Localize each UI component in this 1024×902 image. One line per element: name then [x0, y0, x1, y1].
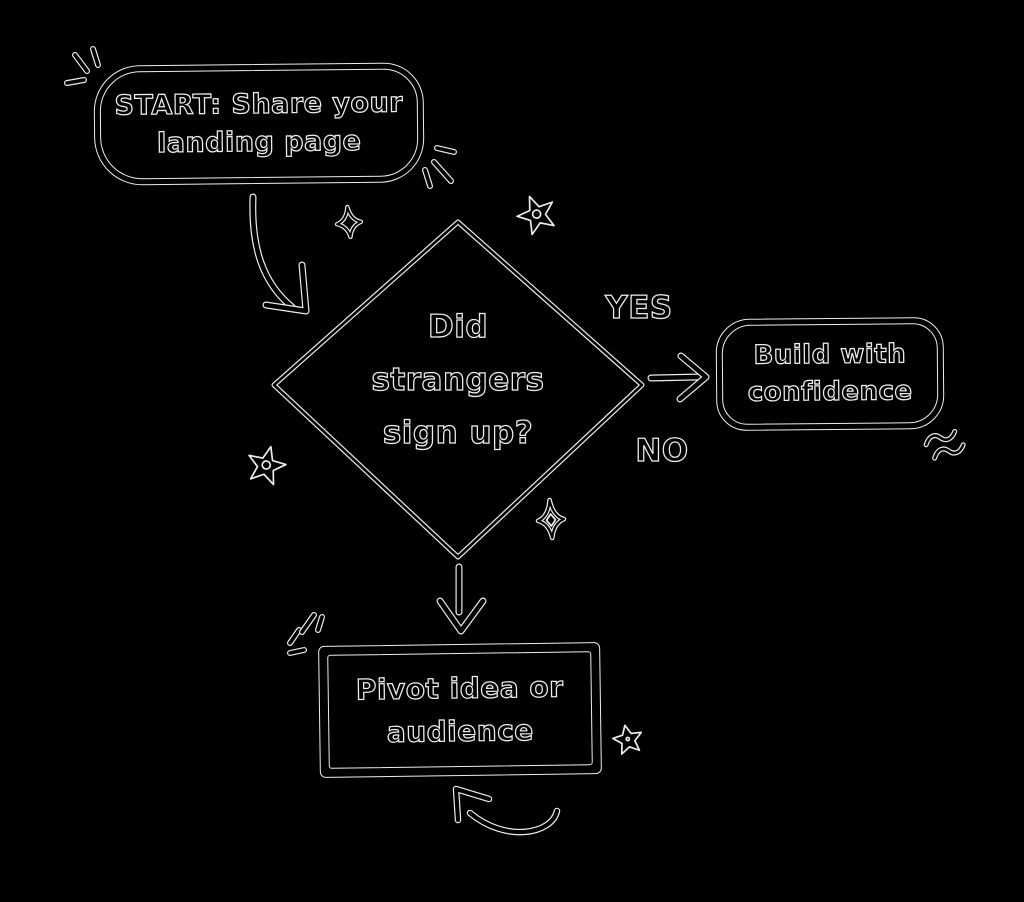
star-icon — [516, 195, 555, 236]
build-node: Build with confidence — [715, 317, 945, 431]
sparkle-icon — [334, 204, 364, 240]
emphasis-dashes-icon — [287, 612, 325, 656]
pivot-node-label-line1: Pivot idea or — [355, 670, 564, 707]
yes-branch-label: YES — [605, 289, 673, 326]
flow-arrow-decision-to-build — [647, 352, 710, 403]
pivot-node-label-line2: audience — [386, 713, 535, 750]
emphasis-dashes-icon — [422, 145, 457, 189]
emphasis-dashes-icon — [64, 46, 101, 86]
pivot-node-inner-border: Pivot idea or audience — [327, 651, 593, 769]
build-node-label-line1: Build with — [753, 339, 907, 372]
sparkle-icon — [535, 497, 567, 541]
retry-loop-arrow — [452, 785, 561, 836]
decision-label-line2: strangers — [371, 361, 545, 398]
decision-label-line1: Did — [427, 308, 489, 345]
start-node-inner-border: START: Share your landing page — [99, 68, 419, 180]
build-node-inner-border: Build with confidence — [721, 323, 939, 425]
flow-arrow-decision-to-pivot — [436, 563, 487, 635]
squiggle-icon — [923, 428, 966, 461]
decision-node-label: Did strangers sign up? — [318, 301, 598, 460]
flow-arrow-start-to-decision — [249, 193, 310, 315]
no-branch-label: NO — [635, 432, 689, 469]
start-node: START: Share your landing page — [93, 62, 425, 186]
start-node-label-line2: landing page — [156, 125, 362, 160]
star-icon — [611, 724, 643, 755]
decision-label-line3: sign up? — [382, 414, 534, 451]
pivot-node: Pivot idea or audience — [318, 642, 602, 778]
start-node-label-line1: START: Share your — [114, 87, 404, 122]
build-node-label-line2: confidence — [747, 376, 913, 409]
decision-diamond — [271, 219, 645, 560]
star-icon — [248, 445, 287, 486]
